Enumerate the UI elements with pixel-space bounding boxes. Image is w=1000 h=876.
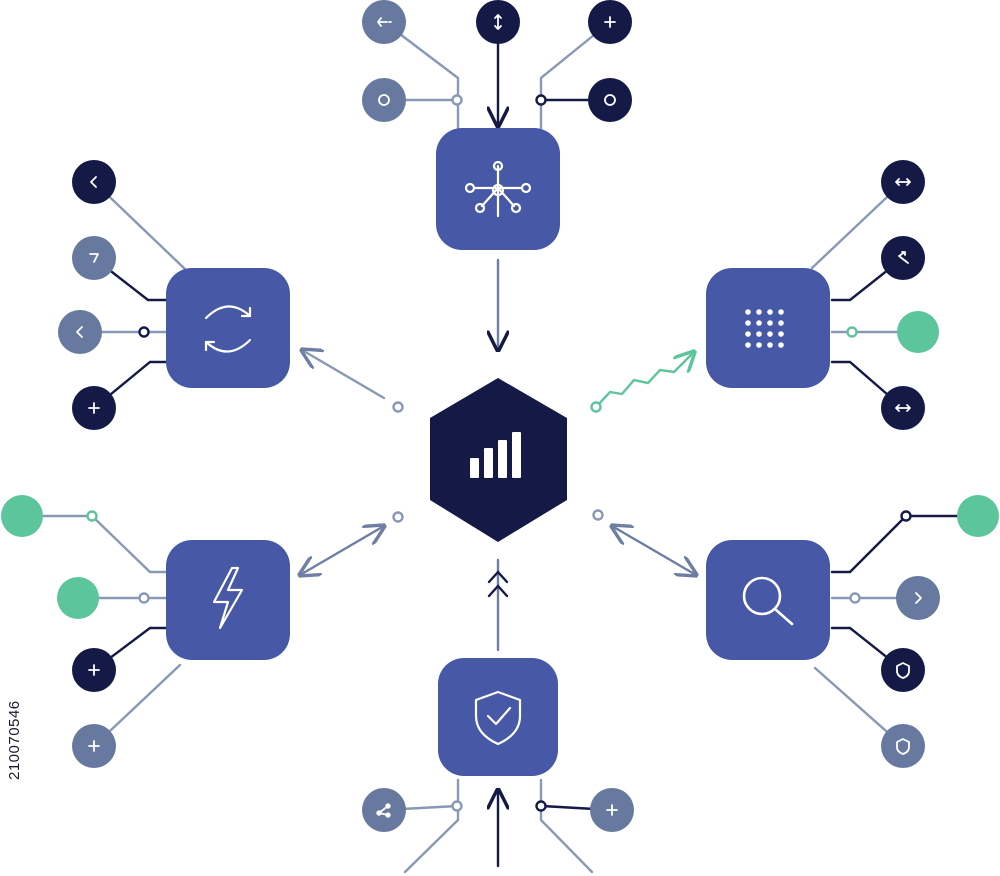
node-security[interactable] <box>438 658 558 776</box>
network-nodes-icon <box>464 160 532 218</box>
lightning-bolt-icon <box>212 566 244 630</box>
junction-dot <box>535 800 547 812</box>
satellite-plus-icon[interactable] <box>588 0 632 44</box>
watermark-text: 210070546 <box>6 700 23 780</box>
hub-port-dot <box>592 509 604 521</box>
plus-icon <box>604 16 616 28</box>
satellite-vertical-arrows-icon[interactable] <box>476 0 520 44</box>
satellite-plus-icon[interactable] <box>72 648 116 692</box>
bar-chart-icon <box>470 432 521 478</box>
satellite-horizontal-arrows-icon[interactable] <box>881 160 925 204</box>
share-icon <box>376 803 391 818</box>
shield-icon <box>896 738 910 755</box>
connector-line <box>92 360 168 410</box>
hub-port-dot <box>392 511 404 523</box>
node-grid[interactable] <box>706 268 830 388</box>
node-sync[interactable] <box>166 268 290 388</box>
satellite-plus-icon[interactable] <box>72 724 116 768</box>
plus-icon <box>606 804 618 816</box>
shield-icon <box>896 662 910 679</box>
bottom-left-to-hub-arrow <box>300 526 384 575</box>
satellite-circle-icon[interactable] <box>362 78 406 122</box>
junction-dot <box>535 94 547 106</box>
hub-port-dot <box>392 401 404 413</box>
horizontal-arrows-icon <box>895 404 911 412</box>
junction-dot <box>138 592 150 604</box>
connector-line <box>830 626 905 672</box>
connector-line <box>92 626 168 672</box>
turn-arrow-icon <box>898 251 909 264</box>
vertical-arrows-icon <box>494 14 502 30</box>
growth-trend-line <box>594 352 694 409</box>
satellite-chevron-left-icon[interactable] <box>58 310 102 354</box>
shield-check-icon <box>474 690 522 746</box>
junction-dot <box>900 510 912 522</box>
chevron-left-icon <box>76 326 83 338</box>
junction-dot <box>846 326 858 338</box>
satellite-circle-icon[interactable] <box>588 78 632 122</box>
satellite-horizontal-arrows-icon[interactable] <box>881 386 925 430</box>
satellite-chevron-right-icon[interactable] <box>896 576 940 620</box>
top-left-to-hub-arrow <box>302 350 386 400</box>
satellite-status-dot[interactable] <box>957 495 999 537</box>
node-search[interactable] <box>706 540 830 660</box>
plus-icon <box>88 402 100 414</box>
connector-line <box>20 514 168 574</box>
junction-dot <box>451 800 463 812</box>
satellite-corner-icon[interactable] <box>72 236 116 280</box>
chevron-right-icon <box>915 592 922 604</box>
connector-line <box>539 20 612 130</box>
junction-dot <box>86 510 98 522</box>
satellite-share-icon[interactable] <box>362 788 406 832</box>
satellite-status-dot[interactable] <box>57 577 99 619</box>
horizontal-arrows-icon <box>895 178 911 186</box>
junction-dot <box>451 94 463 106</box>
connector-line <box>830 256 905 302</box>
junction-dot <box>138 326 150 338</box>
connector-line <box>830 514 980 574</box>
circle-icon <box>378 94 390 106</box>
plus-icon <box>88 740 100 752</box>
connector-line <box>382 20 460 130</box>
chevron-up-icon <box>487 570 509 598</box>
connector-line <box>403 778 460 874</box>
junction-dot <box>849 592 861 604</box>
stock-id-watermark: 210070546 <box>6 620 26 780</box>
satellite-plus-icon[interactable] <box>72 386 116 430</box>
satellite-back-arrow-icon[interactable] <box>362 0 406 44</box>
satellite-turn-arrow-icon[interactable] <box>881 236 925 280</box>
chevron-left-icon <box>90 176 97 188</box>
connector-line <box>92 256 168 302</box>
magnifier-icon <box>742 576 794 626</box>
corner-icon <box>89 253 99 263</box>
satellite-plus-icon[interactable] <box>590 788 634 832</box>
analytics-hub[interactable] <box>430 378 567 542</box>
bottom-right-to-hub-arrow <box>612 526 696 575</box>
dot-grid-icon <box>745 309 784 348</box>
satellite-chevron-left-icon[interactable] <box>72 160 116 204</box>
plus-icon <box>88 664 100 676</box>
connector-line <box>830 360 905 410</box>
node-energy[interactable] <box>166 540 290 660</box>
satellite-shield-icon[interactable] <box>881 724 925 768</box>
refresh-cycle-icon <box>204 305 252 353</box>
circle-icon <box>604 94 616 106</box>
satellite-shield-icon[interactable] <box>881 648 925 692</box>
back-arrow-icon <box>377 17 392 27</box>
connector-line <box>539 778 594 874</box>
hub-port-dot <box>590 401 602 413</box>
satellite-status-dot[interactable] <box>897 311 939 353</box>
satellite-status-dot[interactable] <box>1 495 43 537</box>
